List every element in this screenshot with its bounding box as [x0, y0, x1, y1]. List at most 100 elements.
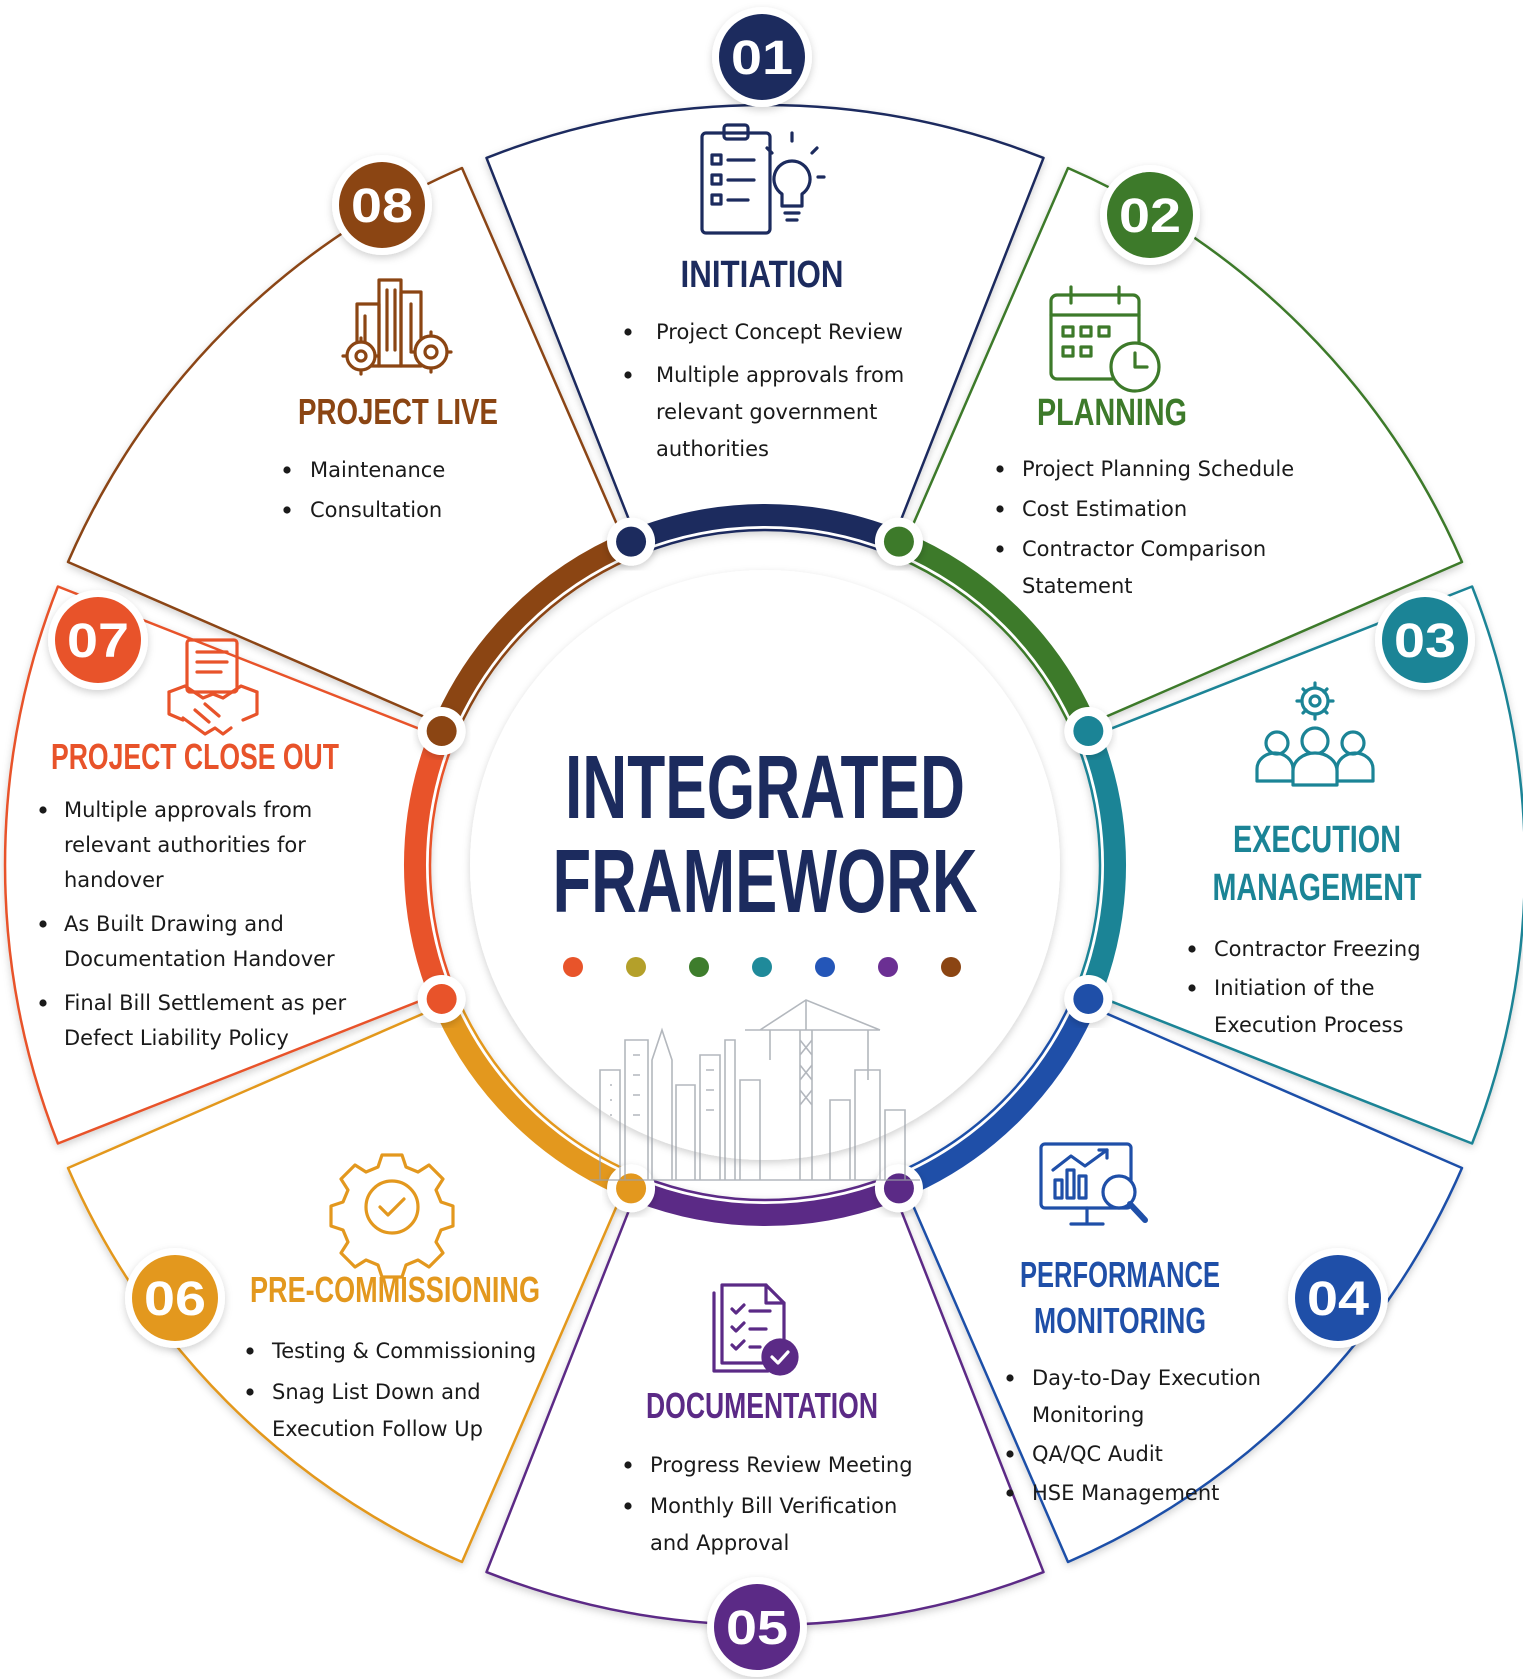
ring-arc-02 — [894, 531, 1099, 736]
bullet-text: QA/QC Audit — [1032, 1442, 1163, 1466]
bullet-text: Contractor Freezing — [1214, 937, 1421, 961]
color-dot — [878, 957, 898, 977]
bullet-text: HSE Management — [1032, 1481, 1219, 1505]
ring-arc-04 — [894, 994, 1099, 1199]
bullet-text: Project Planning Schedule — [1022, 457, 1294, 481]
ring-node-dot-02 — [883, 526, 914, 557]
buildings-gears-icon — [341, 278, 453, 376]
step-badge — [1107, 172, 1193, 258]
bullet-text: Consultation — [310, 498, 442, 522]
team-gear-icon — [1255, 681, 1375, 787]
step-number: 04 — [1307, 1273, 1369, 1326]
bullet-text: Contractor Comparison — [1022, 537, 1266, 561]
phase-title: PROJECT CLOSE OUT — [51, 736, 339, 777]
step-badge — [339, 162, 425, 248]
bullet-dot — [1188, 984, 1196, 992]
step-badge — [132, 1255, 218, 1341]
ring-arc-05 — [626, 1178, 904, 1227]
bullet-text: Monitoring — [1032, 1403, 1144, 1427]
segment-05 — [485, 1175, 1045, 1627]
segment-06 — [66, 997, 633, 1564]
segment-07 — [3, 585, 455, 1145]
ring-node-dot-04 — [1073, 983, 1104, 1014]
bullet-text: Execution Follow Up — [272, 1417, 483, 1441]
center-hub: INTEGRATED FRAMEWORK — [470, 570, 1060, 1181]
gear-check-icon — [329, 1153, 455, 1279]
bullet-dot — [1006, 1374, 1014, 1382]
bullet-dot — [39, 999, 47, 1007]
step-badge — [1295, 1255, 1381, 1341]
phase-title: DOCUMENTATION — [646, 1385, 878, 1426]
bullet-dot — [996, 465, 1004, 473]
segment-04 — [897, 997, 1464, 1564]
ring-arc-07 — [403, 726, 452, 1004]
bullet-dot — [283, 506, 291, 514]
monitor-chart-magnifier-icon — [1039, 1142, 1148, 1226]
bullet-dot — [624, 328, 632, 336]
color-dot — [626, 957, 646, 977]
phase-title: PRE-COMMISSIONING — [250, 1269, 540, 1310]
bullet-dot — [624, 371, 632, 379]
ring-arc-08 — [431, 531, 636, 736]
bullet-dot — [996, 505, 1004, 513]
step-badge — [719, 14, 805, 100]
calendar-clock-icon — [1049, 285, 1161, 393]
bullet-text: Multiple approvals from — [64, 798, 312, 822]
ring-arc-06 — [431, 994, 636, 1199]
bullet-text: and Approval — [650, 1531, 789, 1555]
color-dot — [563, 957, 583, 977]
bullet-text: Maintenance — [310, 458, 445, 482]
phase-06: 06 PRE-COMMISSIONING Testing & Commission… — [125, 1153, 540, 1441]
step-number: 06 — [144, 1273, 206, 1326]
bullet-text: Defect Liability Policy — [64, 1026, 289, 1050]
phase-title: PLANNING — [1037, 392, 1187, 434]
step-badge — [55, 597, 141, 683]
bullet-dot — [624, 1502, 632, 1510]
bullet-dot — [1188, 945, 1196, 953]
step-number: 01 — [731, 32, 793, 85]
phase-title: INITIATION — [681, 254, 844, 296]
bullet-text: Project Concept Review — [656, 320, 903, 344]
ring-node-dot-06 — [616, 1173, 647, 1204]
bullet-text: Day-to-Day Execution — [1032, 1366, 1261, 1390]
bullet-dot — [246, 1347, 254, 1355]
step-number: 02 — [1119, 190, 1181, 243]
phase-title: MONITORING — [1034, 1300, 1206, 1341]
segment-03 — [1075, 585, 1523, 1145]
color-dot — [815, 957, 835, 977]
ring-node-dot-01 — [616, 526, 647, 557]
color-dot — [752, 957, 772, 977]
phase-title: PROJECT LIVE — [298, 391, 498, 432]
color-dots — [563, 957, 961, 977]
ring-arc-03 — [1078, 726, 1127, 1004]
phase-title: PERFORMANCE — [1020, 1254, 1220, 1295]
phase-04: 04 PERFORMANCE MONITORING Day-to-Day Execu… — [1006, 1142, 1388, 1505]
step-number: 03 — [1394, 615, 1456, 668]
bullet-dot — [283, 466, 291, 474]
ring-node-dot-03 — [1073, 716, 1104, 747]
bullet-text: Testing & Commissioning — [271, 1339, 536, 1363]
color-dot — [941, 957, 961, 977]
bullet-text: Progress Review Meeting — [650, 1453, 913, 1477]
bullet-text: Snag List Down and — [272, 1380, 481, 1404]
bullet-text: Documentation Handover — [64, 947, 335, 971]
step-number: 08 — [351, 180, 413, 233]
bullet-text: relevant government — [656, 400, 877, 424]
center-circle — [470, 570, 1060, 1160]
phase-title: EXECUTION — [1233, 819, 1401, 861]
ring-node-dot-08 — [426, 716, 457, 747]
bullet-text: Final Bill Settlement as per — [64, 991, 346, 1015]
step-badge — [714, 1584, 800, 1670]
step-number: 05 — [726, 1602, 788, 1655]
bullet-dot — [624, 1461, 632, 1469]
center-title-line1: INTEGRATED — [565, 738, 965, 838]
segment-01 — [485, 103, 1045, 555]
ring-node-dot-07 — [426, 983, 457, 1014]
checklist-lightbulb-icon — [700, 123, 826, 235]
